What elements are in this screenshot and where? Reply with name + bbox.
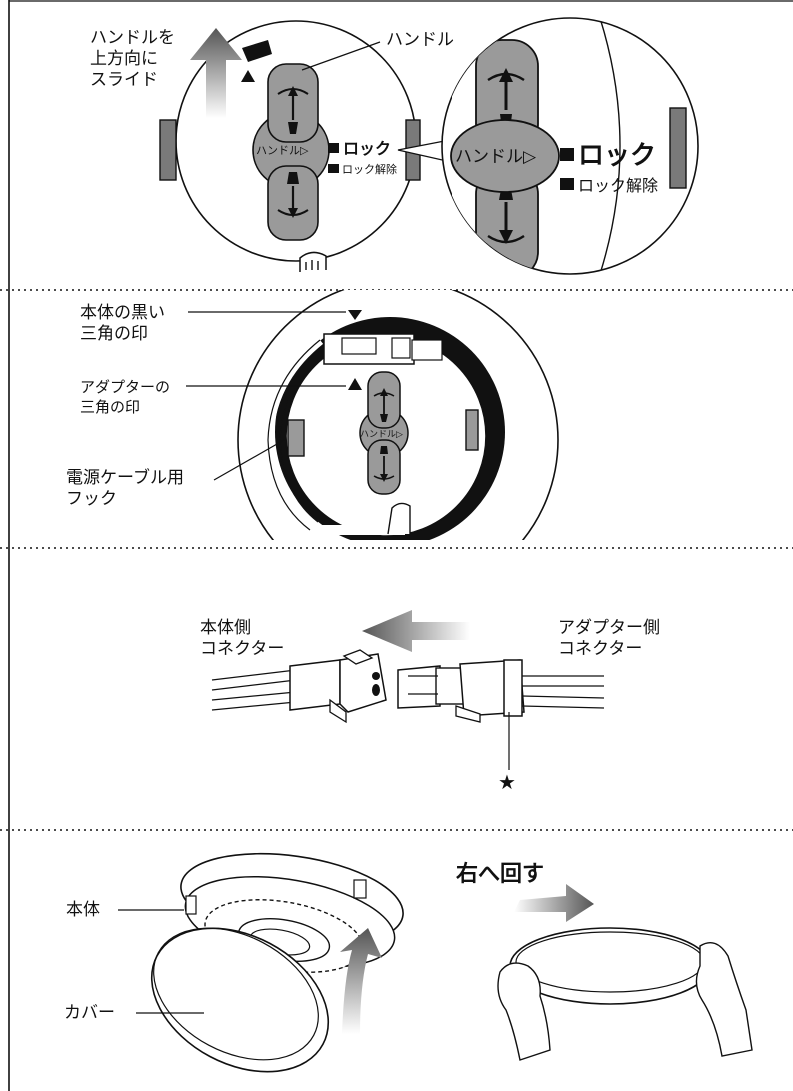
panel-handle-slide: ハンドル▷ ロック ロック解除 bbox=[159, 20, 461, 272]
panel-triangle-alignment: ハンドル▷ bbox=[237, 290, 559, 540]
zoom-lock-label: ロック bbox=[578, 141, 656, 171]
lock-marker-icon bbox=[328, 143, 339, 153]
cable-hook-icon bbox=[287, 419, 305, 457]
handle-leader-line bbox=[301, 41, 381, 71]
up-triangle-mark bbox=[241, 70, 255, 82]
zoom-detail: ハンドル▷ ロック ロック解除 bbox=[441, 17, 699, 275]
cable-hook-label: 電源ケーブル用 フック bbox=[66, 468, 184, 509]
panel-connectors: ★ bbox=[211, 610, 605, 794]
cable-hook-leader bbox=[213, 439, 285, 481]
adapter-connector-label: アダプター側 コネクター bbox=[558, 618, 660, 659]
rotate-right-label: 右へ回す bbox=[456, 862, 545, 887]
rotate-right-arrow bbox=[514, 884, 594, 922]
cover-label: カバー bbox=[64, 1003, 115, 1023]
lock-label: ロック bbox=[343, 139, 391, 158]
panel-cover-attach bbox=[118, 852, 753, 1073]
adapter-side-connector bbox=[397, 659, 525, 723]
cover-ring-with-hands bbox=[497, 927, 753, 1061]
page-frame bbox=[8, 0, 793, 1091]
cover bbox=[150, 927, 330, 1073]
zoom-hub bbox=[450, 119, 560, 193]
upper-handle-grip-icon bbox=[288, 122, 298, 134]
body-black-triangle-icon bbox=[348, 310, 362, 320]
star-mark-icon: ★ bbox=[498, 770, 516, 794]
right-tab bbox=[465, 409, 479, 451]
slide-up-arrow bbox=[190, 28, 242, 118]
left-hand bbox=[497, 962, 551, 1061]
zoom-unlock-label: ロック解除 bbox=[578, 176, 658, 195]
zoom-hub-label: ハンドル▷ bbox=[455, 147, 537, 167]
body-triangle-label: 本体の黒い 三角の印 bbox=[80, 303, 165, 344]
hub-label: ハンドル▷ bbox=[256, 144, 309, 157]
lift-cover-arrow bbox=[340, 928, 382, 1034]
fixture-body-label: 本体 bbox=[66, 900, 100, 920]
connect-direction-arrow bbox=[362, 610, 470, 652]
zoom-lock-marker-icon bbox=[560, 148, 574, 161]
zoom-side-tab bbox=[669, 107, 687, 189]
top-connector bbox=[323, 333, 443, 365]
bottom-clip bbox=[387, 502, 411, 535]
unlock-label: ロック解除 bbox=[342, 162, 397, 176]
unlock-marker-icon bbox=[328, 164, 339, 173]
p2-hub-label: ハンドル▷ bbox=[360, 430, 403, 440]
body-side-connector bbox=[289, 649, 387, 724]
lower-handle-grip-icon bbox=[287, 172, 299, 184]
handle-callout-label: ハンドル bbox=[386, 30, 454, 50]
adapter-triangle-label: アダプターの 三角の印 bbox=[80, 378, 171, 416]
slider-tab-icon bbox=[242, 40, 272, 62]
right-hand bbox=[695, 942, 753, 1057]
side-tab-left bbox=[159, 119, 177, 181]
bottom-clip-icon bbox=[299, 251, 327, 272]
slide-instruction-label: ハンドルを 上方向に スライド bbox=[90, 28, 175, 90]
adapter-triangle-icon bbox=[348, 378, 362, 390]
zoom-unlock-marker-icon bbox=[560, 178, 574, 190]
body-connector-label: 本体側 コネクター bbox=[200, 618, 285, 659]
